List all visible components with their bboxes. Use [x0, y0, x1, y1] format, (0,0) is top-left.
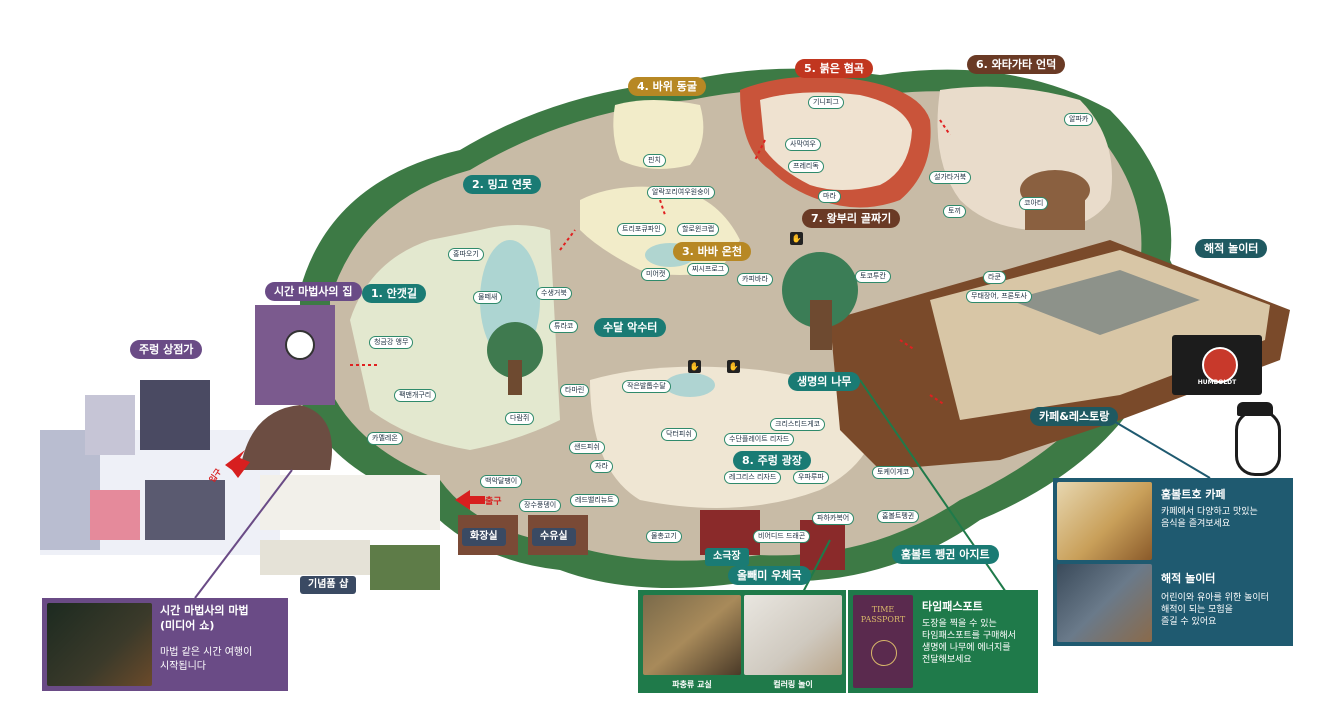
zone-3: 3. 바바 온천: [673, 242, 751, 261]
card-pirate-title: 해적 놀이터: [1161, 572, 1216, 585]
theater-label: 소극장: [705, 548, 749, 566]
passport-cover: TIME PASSPORT: [853, 595, 913, 688]
card-wizard-show: 시간 마법사의 마법 (미디어 쇼) 마법 같은 시간 여행이 시작됩니다: [42, 598, 288, 691]
card-passport-desc: 도장을 찍을 수 있는 타임패스포트를 구매해서 생명에 나무에 에너지를 전달…: [922, 619, 1016, 666]
photo-reptile: [643, 595, 741, 675]
label-eel: 무태장어, 프론토사: [966, 290, 1032, 303]
photo-cafe: [1057, 482, 1152, 560]
zone-post: 올빼미 우체국: [728, 566, 811, 585]
label-tortoise: 설가타거북: [929, 171, 972, 184]
zone-wizard-house: 시간 마법사의 집: [265, 282, 362, 301]
label-prairie: 프레리독: [788, 160, 824, 173]
card-passport-title: 타임패스포트: [922, 600, 983, 613]
zone-otter: 수달 악수터: [594, 318, 667, 337]
label-spoonbill: 물떼새: [473, 291, 503, 304]
label-beetle: 장수풍뎅이: [519, 499, 562, 512]
label-bearded-dragon: 비어디드 드래곤: [753, 530, 811, 543]
label-toucan: 토코투칸: [855, 270, 891, 283]
label-frog: 팩맨개구리: [394, 389, 437, 402]
restroom-label: 화장실: [462, 528, 506, 546]
label-sandfish: 샌드피쉬: [569, 441, 605, 454]
card-wizard-photo: [47, 603, 152, 686]
passport-cover-text: TIME PASSPORT: [860, 605, 906, 625]
label-frog2: 찌시프로그: [687, 263, 730, 276]
label-alpaca: 알파카: [1064, 113, 1094, 126]
flag-text: HUMBOLDT: [1197, 379, 1237, 386]
label-parrot: 청금강 앵무: [369, 336, 414, 349]
label-crab: 할로윈크랩: [677, 223, 720, 236]
label-tamarin: 타마린: [560, 384, 590, 397]
zone-5: 5. 붉은 협곡: [795, 59, 873, 78]
card-cafe-pirate: 훔볼트호 카페 카페에서 다양하고 맛있는 음식을 즐겨보세요 해적 놀이터 어…: [1053, 478, 1293, 646]
gift-shop-label: 기념품 샵: [300, 576, 357, 594]
card-programs: 파충류 교실 컬러링 놀이: [638, 590, 846, 693]
label-raccoon: 라쿤: [983, 271, 1006, 284]
zone-penguin: 훔볼트 펭귄 아지트: [892, 545, 999, 564]
zone-2: 2. 밍고 연못: [463, 175, 541, 194]
card-cafe-desc: 카페에서 다양하고 맛있는 음식을 즐겨보세요: [1161, 507, 1258, 530]
label-small-otter: 작은발톱수달: [622, 380, 671, 393]
label-humboldt: 훔볼트펭귄: [877, 510, 920, 523]
label-fennec: 사막여우: [785, 138, 821, 151]
photo-spot-icon: ✋: [688, 360, 701, 373]
label-meerkat: 미어캣: [641, 268, 671, 281]
zone-1: 1. 안갯길: [362, 284, 427, 303]
label-flamingo: 홍따오기: [448, 248, 484, 261]
zone-cafe: 카페&레스토랑: [1030, 407, 1119, 426]
label-doctorfish: 닥터피쉬: [661, 428, 697, 441]
photo-spot-icon: ✋: [727, 360, 740, 373]
passport-emblem-icon: [871, 640, 897, 666]
zone-tree: 생명의 나무: [788, 372, 861, 391]
card-pirate-desc: 어린이와 유아를 위한 놀이터 해적이 되는 모험을 즐길 수 있어요: [1161, 593, 1269, 628]
card-passport: TIME PASSPORT 타임패스포트 도장을 찍을 수 있는 타임패스포트를…: [848, 590, 1038, 693]
photo-spot-icon: ✋: [790, 232, 803, 245]
label-rabbit: 토끼: [943, 205, 966, 218]
caption-coloring: 컬러링 놀이: [773, 680, 813, 689]
label-puffer: 파하카복어: [812, 512, 855, 525]
label-mara: 마라: [818, 190, 841, 203]
label-mouse: 다람쥐: [505, 412, 535, 425]
card-wizard-desc: 마법 같은 시간 여행이 시작됩니다: [160, 647, 253, 672]
label-axolotl: 우파루파: [793, 471, 829, 484]
flag-emblem: [1202, 347, 1238, 383]
label-tokay: 토케이게코: [872, 466, 915, 479]
label-snail: 백악달팽이: [480, 475, 523, 488]
label-archerfish: 물총고기: [646, 530, 682, 543]
label-turtle2: 자라: [590, 460, 613, 473]
zone-6: 6. 와타가타 언덕: [967, 55, 1066, 74]
label-turtle: 수생거북: [536, 287, 572, 300]
zone-4: 4. 바위 동굴: [628, 77, 706, 96]
label-coati: 코아티: [1019, 197, 1049, 210]
zone-pirate: 해적 놀이터: [1195, 239, 1268, 258]
label-newt: 레드밸리뉴트: [570, 494, 619, 507]
label-chameleon: 카멜레온: [367, 432, 403, 445]
label-guinea: 기니피그: [808, 96, 844, 109]
exit-label: 출구: [485, 497, 502, 507]
humboldt-flag: HUMBOLDT: [1172, 335, 1262, 395]
label-legless: 레그리스 리자드: [724, 471, 782, 484]
label-gecko: 크리스티드게코: [770, 418, 826, 431]
caption-reptile: 파충류 교실: [672, 680, 712, 689]
card-cafe-title: 훔볼트호 카페: [1161, 488, 1226, 501]
nursing-room-label: 수유실: [532, 528, 576, 546]
penguin-mascot: [1225, 400, 1285, 476]
label-lemur: 알락꼬리여우원숭이: [647, 186, 715, 199]
card-wizard-title: 시간 마법사의 마법 (미디어 쇼): [160, 604, 249, 632]
label-capybara: 카피바라: [737, 273, 773, 286]
label-iguana: 튜라코: [549, 320, 579, 333]
photo-coloring: [744, 595, 842, 675]
zone-8: 8. 주렁 광장: [733, 451, 811, 470]
zone-shop-street: 주렁 상점가: [130, 340, 203, 359]
label-porcupine: 트리포큐파인: [617, 223, 666, 236]
label-lizard: 수단플레이트 리자드: [724, 433, 795, 446]
photo-pirate: [1057, 564, 1152, 642]
zone-7: 7. 왕부리 골짜기: [802, 209, 901, 228]
label-finch: 핀치: [643, 154, 666, 167]
